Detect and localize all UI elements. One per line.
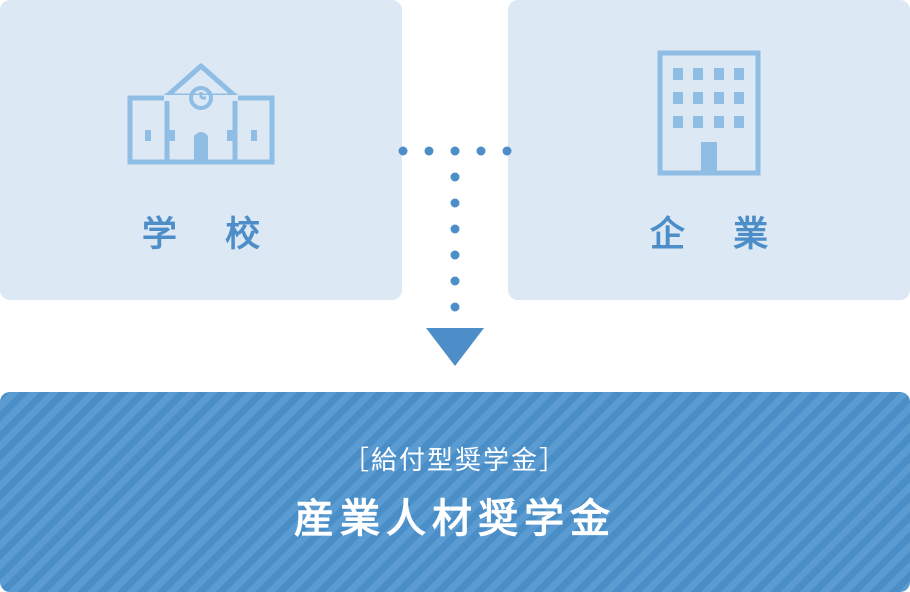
building-icon: [657, 50, 761, 176]
company-card: 企 業: [508, 0, 910, 300]
school-icon: [127, 63, 275, 165]
school-card: 学 校: [0, 0, 402, 300]
scholarship-box: ［給付型奨学金］ 産業人材奨学金: [0, 392, 910, 592]
company-label: 企 業: [649, 215, 787, 255]
scholarship-type: ［給付型奨学金］: [342, 446, 567, 476]
school-label: 学 校: [141, 215, 279, 255]
connector-arrow: [398, 146, 512, 366]
scholarship-name: 産業人材奨学金: [294, 496, 616, 542]
